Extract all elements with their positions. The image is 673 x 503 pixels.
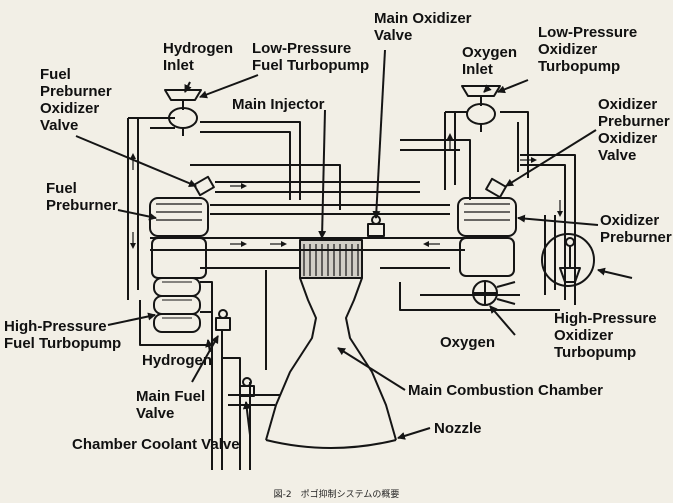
oxygen-label: Oxygen: [440, 334, 496, 351]
oxygen-inlet-label: Oxygen Inlet: [462, 44, 518, 78]
main-fuel-valve-label: Main Fuel Valve: [136, 388, 206, 422]
oxidizer-preburner-oxidizer-valve-label: Oxidizer Preburner Oxidizer Valve: [598, 96, 670, 164]
lp-fuel-turbopump-shape: [164, 89, 202, 136]
lp-oxidizer-turbopump-shape: [461, 85, 501, 132]
oxidizer-preburner-shape: [457, 197, 517, 277]
hp-fuel-turbopump-shape: [153, 277, 213, 333]
leader-lines: [75, 49, 633, 440]
fuel-preburner-oxidizer-valve-label: Fuel Preburner Oxidizer Valve: [40, 66, 112, 134]
lp-oxidizer-turbopump-label: Low-Pressure Oxidizer Turbopump: [538, 24, 638, 75]
fuel-preburner-label: Fuel Preburner: [46, 180, 118, 214]
hp-oxidizer-turbopump-label: High-Pressure Oxidizer Turbopump: [554, 310, 657, 361]
hp-oxidizer-turbopump-shape: [472, 280, 516, 306]
oxidizer-preburner-label: Oxidizer Preburner: [600, 212, 672, 246]
hydrogen-feed-lines: [127, 117, 450, 300]
hp-fuel-turbopump-label: High-Pressure Fuel Turbopump: [4, 318, 122, 352]
fuel-preburner-shape: [149, 197, 209, 279]
main-combustion-chamber-shape: [265, 239, 397, 449]
pogo-accumulator-shape: [541, 233, 595, 287]
flow-arrows: [130, 133, 563, 249]
figure-caption: 図-2 ポゴ抑制システムの概要: [273, 490, 400, 500]
oxidizer-preburner-oxidizer-valve-shape: [485, 177, 507, 199]
hydrogen-label: Hydrogen: [142, 352, 213, 369]
main-fuel-valve-shape: [215, 309, 231, 331]
hydrogen-inlet-label: Hydrogen Inlet: [163, 40, 234, 74]
nozzle-label: Nozzle: [434, 420, 482, 437]
fuel-preburner-oxidizer-valve-shape: [193, 175, 215, 197]
main-oxidizer-valve-shape: [367, 215, 385, 237]
chamber-coolant-valve-label: Chamber Coolant Valve: [72, 436, 240, 453]
main-oxidizer-valve-label: Main Oxidizer Valve: [374, 10, 472, 44]
chamber-coolant-valve-shape: [239, 377, 255, 397]
lp-fuel-turbopump-label: Low-Pressure Fuel Turbopump: [252, 40, 370, 74]
main-injector-label: Main Injector: [232, 96, 325, 113]
main-combustion-chamber-label: Main Combustion Chamber: [408, 382, 604, 399]
